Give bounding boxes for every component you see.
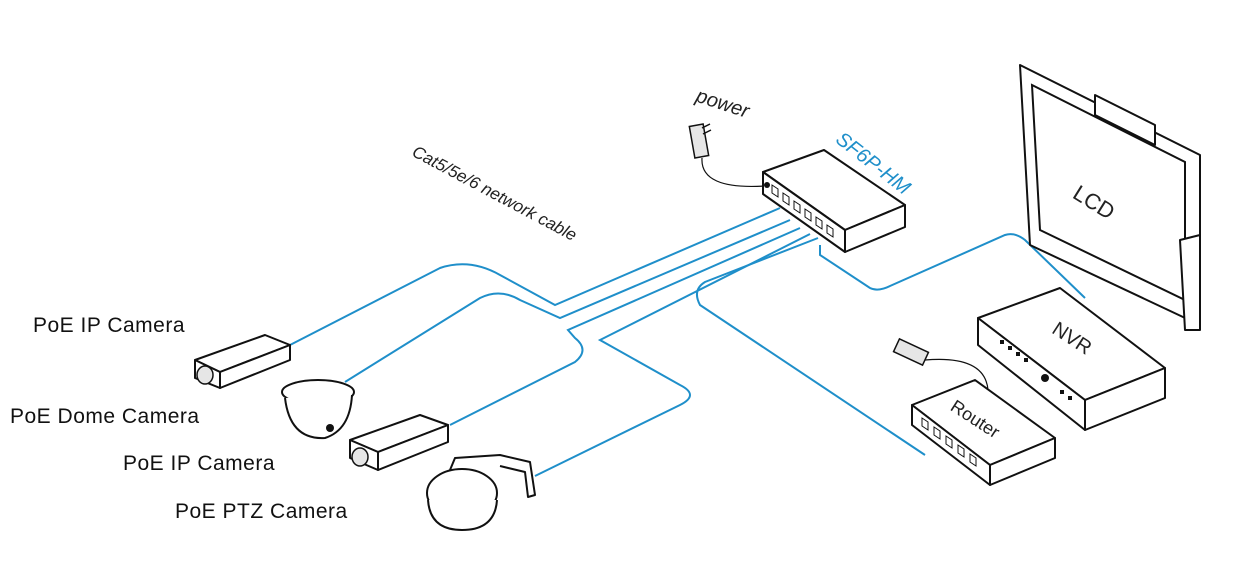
ptz-camera-icon <box>426 454 536 531</box>
cable-ptz-camera <box>534 233 811 477</box>
power-adapter-icon <box>688 123 766 188</box>
label-ptz-camera: PoE PTZ Camera <box>175 500 348 523</box>
network-cables <box>289 207 1086 477</box>
ip-camera-2-icon <box>349 414 449 471</box>
nvr-icon <box>977 287 1166 431</box>
ip-camera-1-icon <box>194 334 291 389</box>
cable-ip-camera-1 <box>289 207 781 346</box>
cable-router <box>695 237 926 456</box>
label-dome-camera: PoE Dome Camera <box>10 405 200 428</box>
dome-camera-icon <box>281 379 355 440</box>
cable-ip-camera-2 <box>449 227 801 426</box>
router-icon <box>892 337 1056 486</box>
lcd-monitor-icon <box>1019 64 1201 331</box>
cable-nvr <box>819 233 1086 299</box>
label-ip-camera-2: PoE IP Camera <box>123 452 276 475</box>
poe-switch-icon <box>762 149 906 253</box>
label-ip-camera-1: PoE IP Camera <box>33 314 186 337</box>
cable-dome-camera <box>344 219 791 383</box>
